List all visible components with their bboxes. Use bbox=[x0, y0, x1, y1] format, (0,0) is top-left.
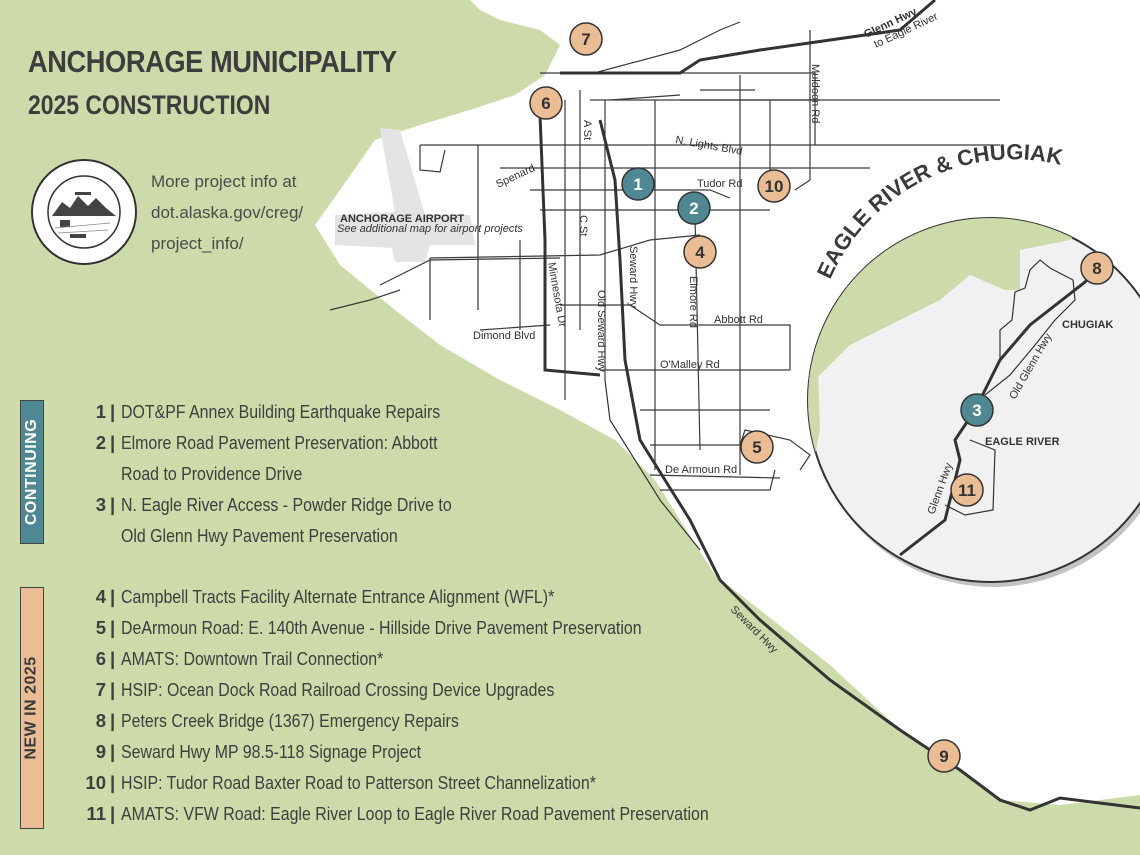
list-item: 7|HSIP: Ocean Dock Road Railroad Crossin… bbox=[95, 678, 555, 700]
label-c-st: C St bbox=[577, 215, 589, 236]
marker-number: 3 bbox=[972, 401, 981, 420]
marker-circle bbox=[529, 86, 563, 120]
marker-circle bbox=[1080, 251, 1114, 285]
marker-circle bbox=[677, 191, 711, 225]
airport-note: See additional map for airport projects bbox=[337, 223, 523, 235]
label-dearmoun: De Armoun Rd bbox=[665, 464, 737, 476]
marker-circle bbox=[927, 739, 961, 773]
label-elmore: Elmore Rd bbox=[687, 276, 699, 328]
marker-1[interactable]: 1 bbox=[621, 167, 655, 201]
airport-area bbox=[335, 128, 475, 262]
info-url-cont[interactable]: project_info/ bbox=[151, 234, 244, 253]
marker-9[interactable]: 9 bbox=[927, 739, 961, 773]
page-title: ANCHORAGE MUNICIPALITY bbox=[28, 44, 397, 79]
list-item: 4|Campbell Tracts Facility Alternate Ent… bbox=[95, 585, 555, 607]
marker-10[interactable]: 10 bbox=[757, 169, 791, 203]
info-line: More project info at bbox=[151, 172, 297, 191]
label-abbott: Abbott Rd bbox=[714, 314, 763, 326]
label-a-st: A St bbox=[581, 120, 593, 140]
marker-circle bbox=[621, 167, 655, 201]
new-project-list: 4|Campbell Tracts Facility Alternate Ent… bbox=[70, 581, 805, 829]
marker-number: 6 bbox=[541, 94, 550, 113]
seward-hwy-parallel bbox=[604, 379, 701, 551]
marker-number: 9 bbox=[939, 747, 948, 766]
label-omalley: O'Malley Rd bbox=[660, 359, 720, 371]
alaska-dot-seal bbox=[31, 159, 137, 265]
list-item: 8|Peters Creek Bridge (1367) Emergency R… bbox=[95, 709, 459, 731]
list-item: 11|AMATS: VFW Road: Eagle River Loop to … bbox=[86, 802, 709, 824]
continuing-label: CONTINUING bbox=[23, 418, 41, 526]
marker-7[interactable]: 7 bbox=[569, 22, 603, 56]
marker-number: 2 bbox=[689, 199, 698, 218]
marker-8[interactable]: 8 bbox=[1080, 251, 1114, 285]
marker-11[interactable]: 11 bbox=[950, 473, 984, 507]
marker-number: 8 bbox=[1092, 259, 1101, 278]
list-item-cont: |Road to Providence Drive bbox=[121, 462, 303, 484]
page-subtitle: 2025 CONSTRUCTION bbox=[28, 90, 271, 120]
list-item: 2|Elmore Road Pavement Preservation: Abb… bbox=[95, 431, 438, 453]
label-dimond: Dimond Blvd bbox=[473, 330, 535, 342]
list-item: 6|AMATS: Downtown Trail Connection* bbox=[95, 647, 384, 669]
list-item: 9|Seward Hwy MP 98.5-118 Signage Project bbox=[95, 740, 422, 762]
label-seward-hwy: Seward Hwy bbox=[627, 246, 639, 308]
marker-number: 1 bbox=[633, 175, 642, 194]
marker-circle bbox=[960, 393, 994, 427]
info-url[interactable]: dot.alaska.gov/creg/ bbox=[151, 203, 304, 222]
list-item-cont: |Old Glenn Hwy Pavement Preservation bbox=[121, 524, 398, 546]
continuing-project-list: 1|DOT&PF Annex Building Earthquake Repai… bbox=[70, 396, 506, 551]
marker-number: 11 bbox=[958, 481, 976, 500]
marker-circle bbox=[683, 235, 717, 269]
marker-5[interactable]: 5 bbox=[740, 430, 774, 464]
label-chugiak: CHUGIAK bbox=[1062, 319, 1113, 331]
label-muldoon: Muldoon Rd bbox=[809, 64, 821, 123]
marker-circle bbox=[757, 169, 791, 203]
list-item: 1|DOT&PF Annex Building Earthquake Repai… bbox=[95, 400, 441, 422]
marker-4[interactable]: 4 bbox=[683, 235, 717, 269]
marker-number: 4 bbox=[695, 243, 705, 262]
marker-3[interactable]: 3 bbox=[960, 393, 994, 427]
marker-number: 5 bbox=[752, 438, 761, 457]
street-grid bbox=[329, 21, 1000, 491]
marker-number: 10 bbox=[765, 177, 784, 196]
marker-2[interactable]: 2 bbox=[677, 191, 711, 225]
list-item: 5|DeArmoun Road: E. 140th Avenue - Hills… bbox=[95, 616, 642, 638]
marker-6[interactable]: 6 bbox=[529, 86, 563, 120]
airport-label: ANCHORAGE AIRPORT bbox=[340, 213, 465, 225]
anchorage-land bbox=[315, 0, 1140, 805]
new-band: NEW IN 2025 bbox=[20, 587, 44, 829]
list-item: 3|N. Eagle River Access - Powder Ridge D… bbox=[95, 493, 452, 515]
continuing-band: CONTINUING bbox=[20, 400, 44, 544]
label-tudor: Tudor Rd bbox=[697, 178, 742, 190]
marker-circle bbox=[950, 473, 984, 507]
label-eagle-river: EAGLE RIVER bbox=[985, 436, 1060, 448]
project-info-link[interactable]: More project info at dot.alaska.gov/creg… bbox=[151, 166, 303, 259]
marker-circle bbox=[569, 22, 603, 56]
new-label: NEW IN 2025 bbox=[23, 656, 40, 760]
marker-circle bbox=[740, 430, 774, 464]
list-item: 10|HSIP: Tudor Road Baxter Road to Patte… bbox=[85, 771, 597, 793]
project-markers: 1 2 3 4 5 6 7 8 9 10 11 bbox=[529, 22, 1114, 773]
marker-number: 7 bbox=[581, 30, 590, 49]
label-old-seward: Old Seward Hwy bbox=[595, 290, 607, 372]
